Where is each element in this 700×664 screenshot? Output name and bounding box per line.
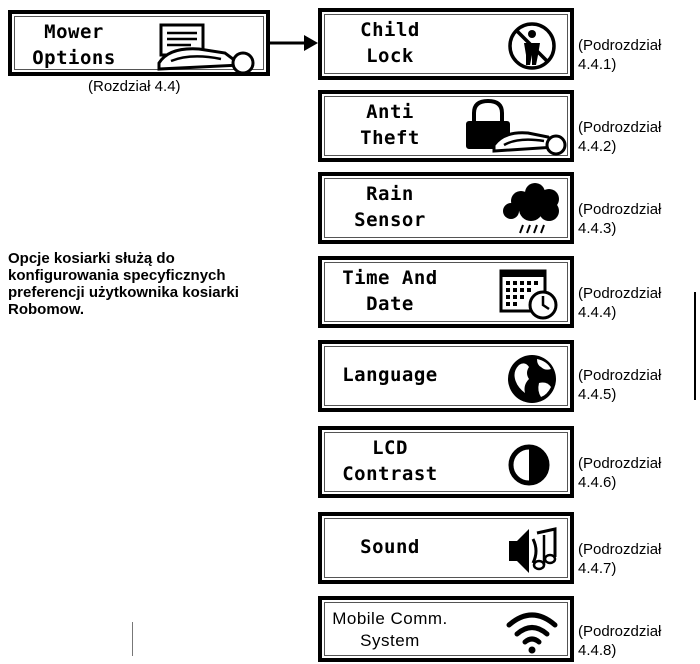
- anti-theft-button[interactable]: Anti Theft: [318, 90, 574, 162]
- sound-button[interactable]: Sound: [318, 512, 574, 584]
- mower-options-label-line1: Mower: [44, 21, 104, 43]
- description-text: Opcje kosiarki służą do konfigurowania s…: [8, 250, 239, 318]
- rain-sensor-icon: [503, 183, 559, 234]
- child-lock-button[interactable]: Child Lock: [318, 8, 574, 80]
- time-and-date-label-line1: Time And: [342, 267, 438, 289]
- globe-icon: [508, 355, 556, 403]
- rain-sensor-button[interactable]: Rain Sensor: [318, 172, 574, 244]
- language-label: Language: [342, 364, 438, 386]
- mower-options-caption: (Rozdział 4.4): [88, 78, 181, 95]
- child-lock-label-line2: Lock: [366, 45, 414, 67]
- anti-theft-icon: [466, 99, 567, 156]
- wifi-icon: [506, 612, 558, 654]
- mobile-comm-label-line1: Mobile Comm.: [332, 609, 448, 628]
- time-and-date-button[interactable]: Time And Date: [318, 256, 574, 328]
- sound-icon: [509, 527, 557, 573]
- calendar-clock-icon: [499, 269, 558, 320]
- child-lock-icon: [508, 22, 556, 70]
- rain-sensor-label-line1: Rain: [366, 183, 414, 205]
- mower-options-label-line2: Options: [32, 47, 116, 69]
- sound-label: Sound: [360, 536, 420, 558]
- lcd-contrast-label-line1: LCD: [372, 437, 408, 459]
- time-and-date-label-line2: Date: [366, 293, 414, 315]
- contrast-icon: [508, 444, 550, 486]
- lcd-contrast-button[interactable]: LCD Contrast: [318, 426, 574, 498]
- rain-sensor-label-line2: Sensor: [354, 209, 426, 231]
- anti-theft-label-line2: Theft: [360, 127, 420, 149]
- language-button[interactable]: Language: [318, 340, 574, 412]
- arrow-icon: [270, 35, 318, 51]
- page-divider: [132, 622, 133, 656]
- anti-theft-label-line1: Anti: [366, 101, 414, 123]
- mower-options-button[interactable]: Mower Options: [8, 10, 270, 76]
- mobile-comm-system-button[interactable]: Mobile Comm. System: [318, 596, 574, 662]
- lcd-contrast-label-line2: Contrast: [342, 463, 438, 485]
- child-lock-label-line1: Child: [360, 19, 420, 41]
- mobile-comm-label-line2: System: [360, 631, 420, 650]
- margin-bar: [694, 292, 696, 400]
- mower-options-icon: [157, 23, 255, 75]
